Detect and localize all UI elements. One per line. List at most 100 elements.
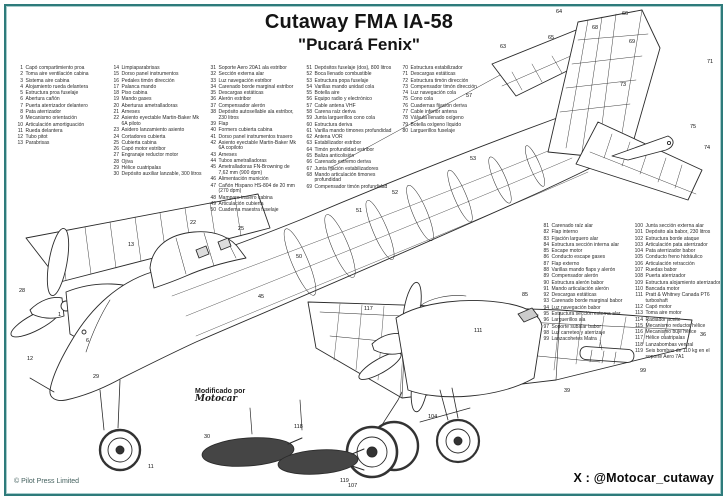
part-number: 94 bbox=[543, 304, 549, 311]
part-label: Compensador alerón bbox=[551, 273, 599, 280]
part-number: 78 bbox=[402, 115, 408, 122]
part-number: 77 bbox=[402, 108, 408, 115]
part-number: 18 bbox=[113, 90, 119, 97]
copilot-seat bbox=[217, 237, 232, 251]
part-number: 2 bbox=[20, 71, 23, 78]
part-number: 7 bbox=[20, 102, 23, 109]
part-label: Ruedas babor bbox=[645, 266, 677, 273]
part-label: Asidero lanzamiento asiento bbox=[121, 127, 185, 134]
part-label: Parabrisas bbox=[25, 140, 50, 147]
part-number: 42 bbox=[210, 139, 216, 146]
part-number: 9 bbox=[20, 115, 23, 122]
part-number: 75 bbox=[402, 96, 408, 103]
fuselage-frames bbox=[283, 145, 546, 296]
part-label: Pedales timón dirección bbox=[121, 77, 175, 84]
part-label: Conducto freno hidráulico bbox=[645, 254, 703, 261]
pitot-tube bbox=[29, 377, 55, 393]
part-label: Puerta aterrizador delantero bbox=[25, 102, 88, 109]
part-number: 56 bbox=[306, 96, 312, 103]
part-label: Formers cubierta cabina bbox=[218, 127, 273, 134]
part-label: Toma aire ventilación cabina bbox=[25, 71, 89, 78]
part-label: Junta sección externa alar bbox=[645, 223, 704, 229]
part-number: 11 bbox=[17, 127, 23, 134]
part-label: Estructura borde ataque bbox=[645, 235, 700, 242]
part-number: 28 bbox=[113, 158, 119, 165]
part-label: Timón profundidad estribor bbox=[314, 146, 375, 153]
part-number: 19 bbox=[113, 96, 119, 103]
part-label: Carenado borde marginal estribor bbox=[218, 83, 294, 90]
part-label: Carenado raíz alar bbox=[551, 223, 593, 229]
callout-number: 75 bbox=[690, 124, 696, 130]
part-number: 113 bbox=[635, 310, 643, 317]
callout-number: 50 bbox=[296, 254, 302, 260]
part-number: 8 bbox=[20, 108, 23, 115]
callout-number: 104 bbox=[428, 414, 437, 420]
part-label: Asiento eyectable Martin-Baker Mk 6A pil… bbox=[121, 115, 200, 127]
part-number: 36 bbox=[210, 96, 216, 103]
part-label: Descargas estáticas bbox=[410, 71, 456, 78]
part-number: 105 bbox=[634, 254, 643, 261]
callout-number: 53 bbox=[470, 156, 476, 162]
part-label: Cono cola bbox=[410, 96, 434, 103]
part-label: Mando articulación alerón bbox=[551, 285, 609, 292]
callout-number: 107 bbox=[348, 483, 357, 489]
part-number: 16 bbox=[113, 77, 119, 84]
part-label: Luz navegación cola bbox=[410, 90, 457, 97]
callout-number: 63 bbox=[500, 44, 506, 50]
part-number: 38 bbox=[210, 108, 216, 115]
part-number: 103 bbox=[634, 241, 643, 248]
part-label: Flap interno bbox=[551, 229, 578, 236]
part-number: 116 bbox=[635, 329, 643, 336]
part-label: Lanzacohetes Matra bbox=[551, 336, 597, 343]
part-number: 65 bbox=[306, 152, 312, 159]
part-label: Ametralladoras FN-Browning de 7,62 mm (9… bbox=[218, 164, 290, 176]
callout-number: 111 bbox=[474, 328, 482, 334]
part-label: Palanca mando bbox=[121, 83, 157, 90]
part-label: Mando articulación timones profundidad bbox=[314, 171, 376, 184]
nose-wheel bbox=[98, 428, 142, 472]
part-label: Asiento eyectable Martin-Baker Mk 6A cop… bbox=[218, 139, 297, 152]
callout-number: 1 bbox=[58, 312, 61, 318]
part-label: Limpiaparabrisas bbox=[121, 65, 160, 71]
part-number: 87 bbox=[543, 260, 549, 267]
tail-light bbox=[666, 140, 672, 146]
part-label: Mamparo trasero cabina bbox=[218, 194, 273, 201]
part-label: Mecanismo buje hélice bbox=[645, 329, 697, 336]
part-number: 102 bbox=[634, 235, 643, 242]
part-label: Tubos ametralladoras bbox=[218, 158, 267, 165]
port-spinner bbox=[29, 297, 65, 319]
nose-gear-strut bbox=[99, 379, 121, 431]
modified-by-line-1: Modificado por bbox=[195, 388, 246, 395]
part-label: Alerón estribor bbox=[218, 96, 252, 103]
